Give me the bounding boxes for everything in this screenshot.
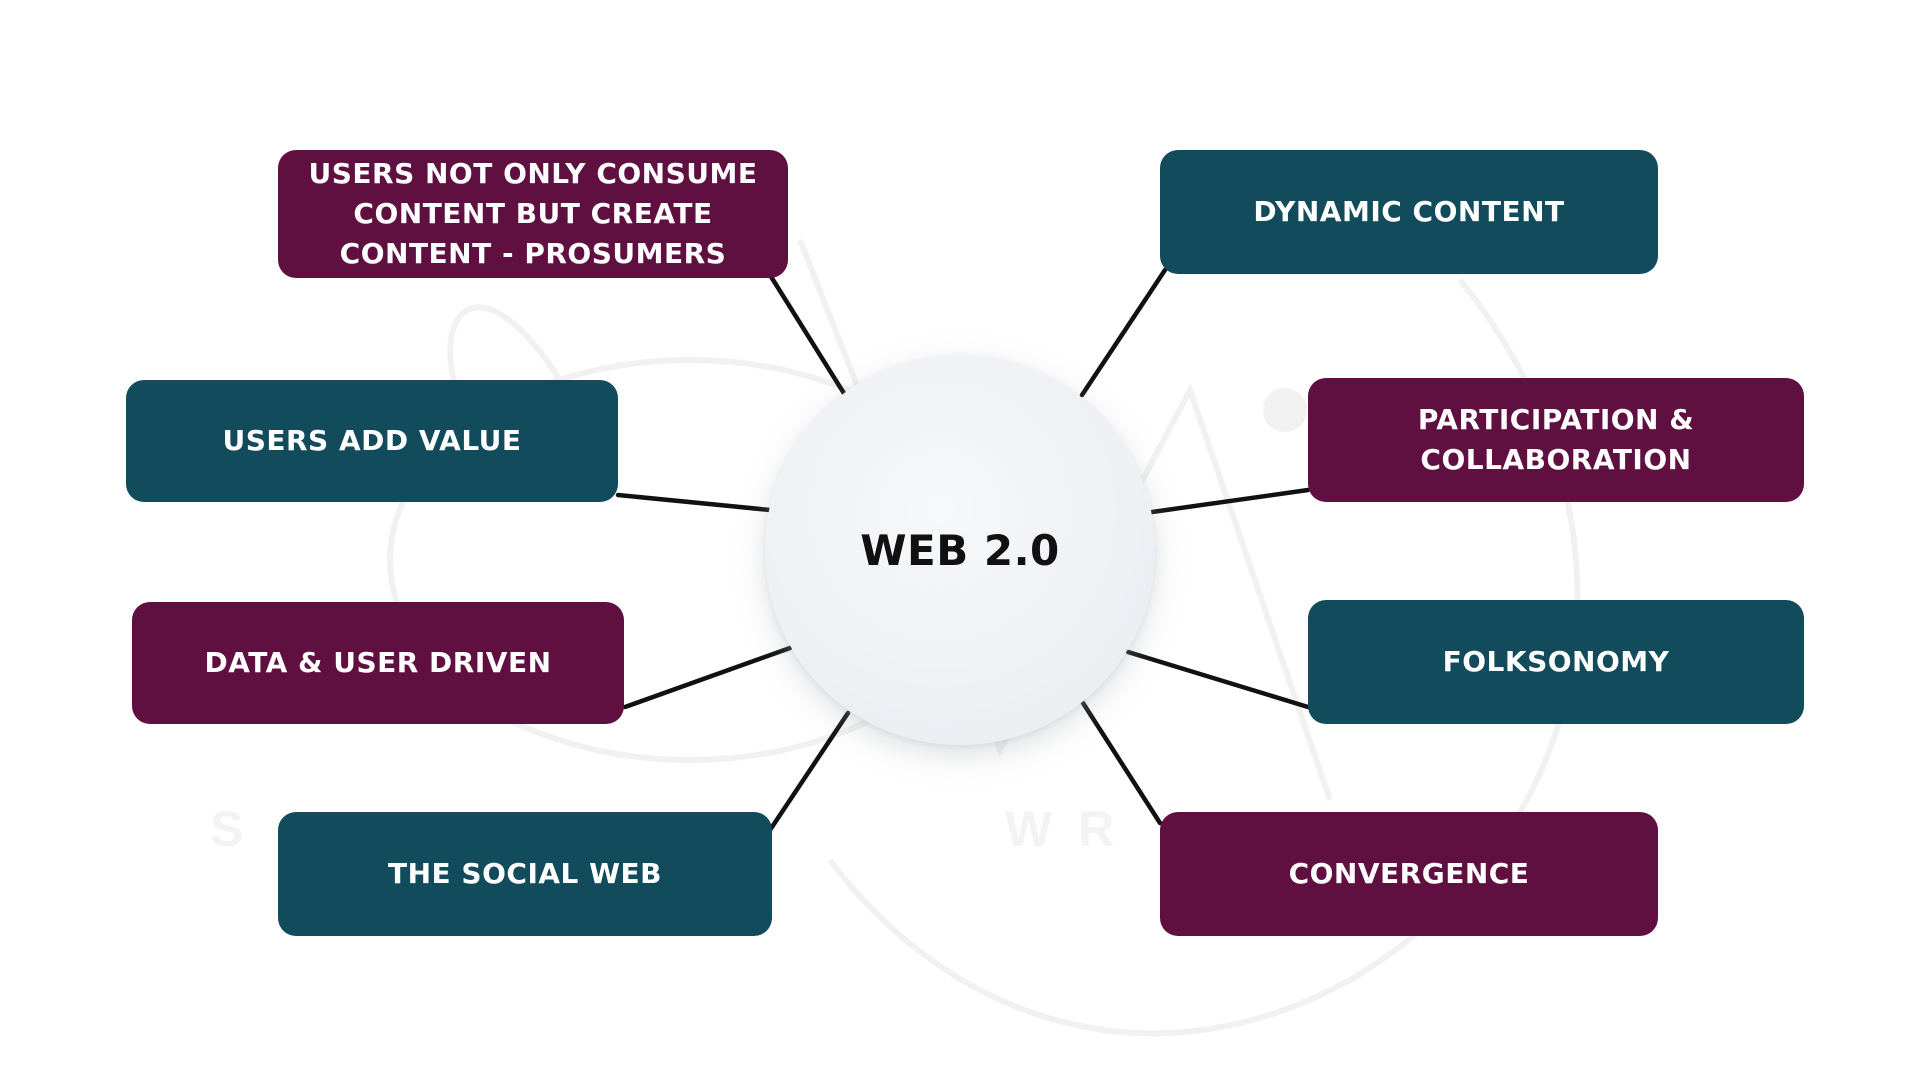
node-social-web-label: THE SOCIAL WEB: [388, 857, 662, 890]
node-dynamic-content-label: DYNAMIC CONTENT: [1253, 195, 1565, 228]
connector-dynamic-content: [1079, 267, 1168, 398]
node-folksonomy: FOLKSONOMY: [1308, 600, 1804, 724]
watermark-letters-wr: W R: [1005, 801, 1121, 857]
node-convergence-label: CONVERGENCE: [1288, 857, 1530, 890]
node-convergence: CONVERGENCE: [1160, 812, 1658, 936]
connector-data-user-driven: [622, 645, 793, 710]
connector-social-web: [767, 710, 851, 833]
node-participation-label: PARTICIPATION & COLLABORATION: [1417, 403, 1695, 476]
node-users-add-value-label: USERS ADD VALUE: [222, 424, 522, 457]
node-social-web: THE SOCIAL WEB: [278, 812, 772, 936]
node-data-user-driven: DATA & USER DRIVEN: [132, 602, 624, 724]
node-participation: PARTICIPATION & COLLABORATION: [1308, 378, 1804, 502]
node-prosumers-label: USERS NOT ONLY CONSUME CONTENT BUT CREAT…: [308, 157, 758, 270]
node-folksonomy-label: FOLKSONOMY: [1442, 645, 1670, 678]
connector-participation: [1149, 487, 1311, 515]
watermark-letter-s: S: [210, 801, 250, 857]
center-hub-label: WEB 2.0: [860, 525, 1060, 575]
connector-folksonomy: [1125, 649, 1311, 710]
node-prosumers: USERS NOT ONLY CONSUME CONTENT BUT CREAT…: [278, 150, 788, 278]
connector-prosumers: [767, 272, 848, 398]
center-hub: WEB 2.0: [765, 355, 1155, 745]
connector-users-add-value: [615, 492, 773, 513]
node-users-add-value: USERS ADD VALUE: [126, 380, 618, 502]
node-dynamic-content: DYNAMIC CONTENT: [1160, 150, 1658, 274]
connector-convergence: [1080, 700, 1163, 826]
node-data-user-driven-label: DATA & USER DRIVEN: [204, 646, 552, 679]
